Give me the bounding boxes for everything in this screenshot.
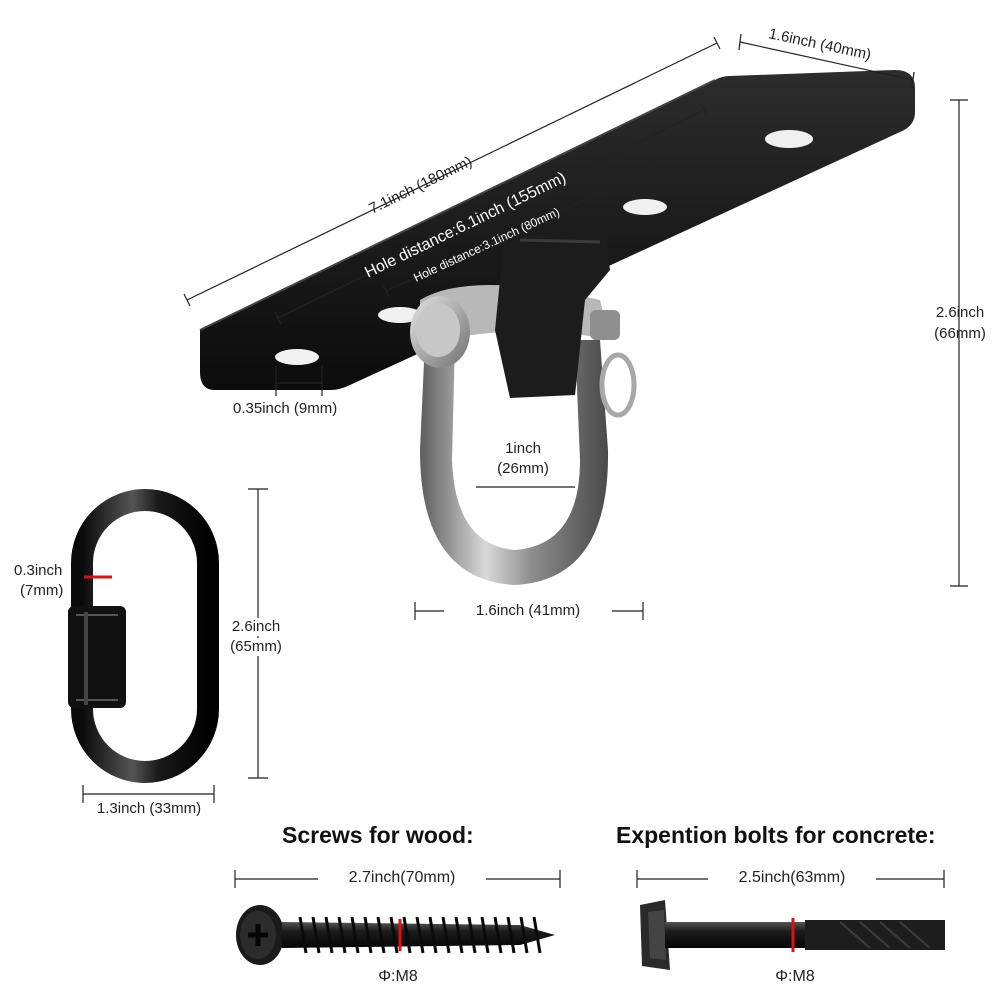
plate-hole-2 — [378, 307, 422, 323]
screw-thread — [415, 916, 425, 954]
shackle-ring — [599, 352, 637, 418]
wood-screw-diameter-label: Φ:M8 — [378, 968, 418, 985]
wood-screw-length-label: 2.7inch(70mm) — [318, 869, 486, 887]
screw-thread — [454, 916, 464, 954]
shackle-inner-label-line1: 1inch — [505, 440, 541, 457]
screw-thread — [493, 916, 503, 954]
screw-thread — [337, 916, 347, 954]
concrete-bolt-diameter-label: Φ:M8 — [775, 968, 815, 985]
quick-link-width-label: 1.3inch (33mm) — [96, 800, 202, 817]
screw-thread — [350, 916, 360, 954]
screw-thread — [389, 916, 399, 954]
screw-thread — [428, 916, 438, 954]
screw-thread — [467, 916, 477, 954]
screw-thread — [402, 916, 412, 954]
plate-height-label-line2: (66mm) — [934, 325, 986, 342]
quick-link-thickness-label-line1: 0.3inch — [14, 562, 63, 579]
shackle — [410, 230, 637, 585]
quick-link — [68, 489, 219, 783]
plate-height-label-line1: 2.6inch — [935, 304, 985, 321]
quick-link-sleeve — [68, 606, 126, 708]
hole-diameter-label: 0.35inch (9mm) — [233, 400, 338, 417]
plate-hole-3 — [623, 199, 667, 215]
shackle-width-label: 1.6inch (41mm) — [444, 602, 612, 620]
quick-link-thickness-label-line2: (7mm) — [20, 582, 64, 599]
plate-width-label: 1.6inch (40mm) — [767, 25, 872, 63]
screw-thread — [324, 916, 334, 954]
screw-thread — [311, 916, 321, 954]
quick-link-height-label-line1: 2.6inch — [220, 618, 292, 636]
screw-thread — [532, 916, 542, 954]
plate-hole-1 — [275, 349, 319, 365]
concrete-bolt — [640, 900, 945, 970]
screw-thread — [298, 916, 308, 954]
screw-thread — [376, 916, 386, 954]
concrete-bolt-length-label: 2.5inch(63mm) — [708, 869, 876, 887]
screw-thread — [363, 916, 373, 954]
screw-thread — [506, 916, 516, 954]
wood-screw — [236, 905, 555, 965]
wood-screw-heading: Screws for wood: — [282, 822, 474, 848]
concrete-bolt-heading: Expention bolts for concrete: — [616, 822, 936, 848]
shackle-inner-label-line2: (26mm) — [497, 460, 549, 477]
plate-hole-4 — [765, 130, 813, 148]
screw-thread — [441, 916, 451, 954]
mounting-plate — [199, 70, 915, 390]
screw-thread — [480, 916, 490, 954]
quick-link-height-label-line2: (65mm) — [220, 638, 292, 656]
screw-thread — [519, 916, 529, 954]
